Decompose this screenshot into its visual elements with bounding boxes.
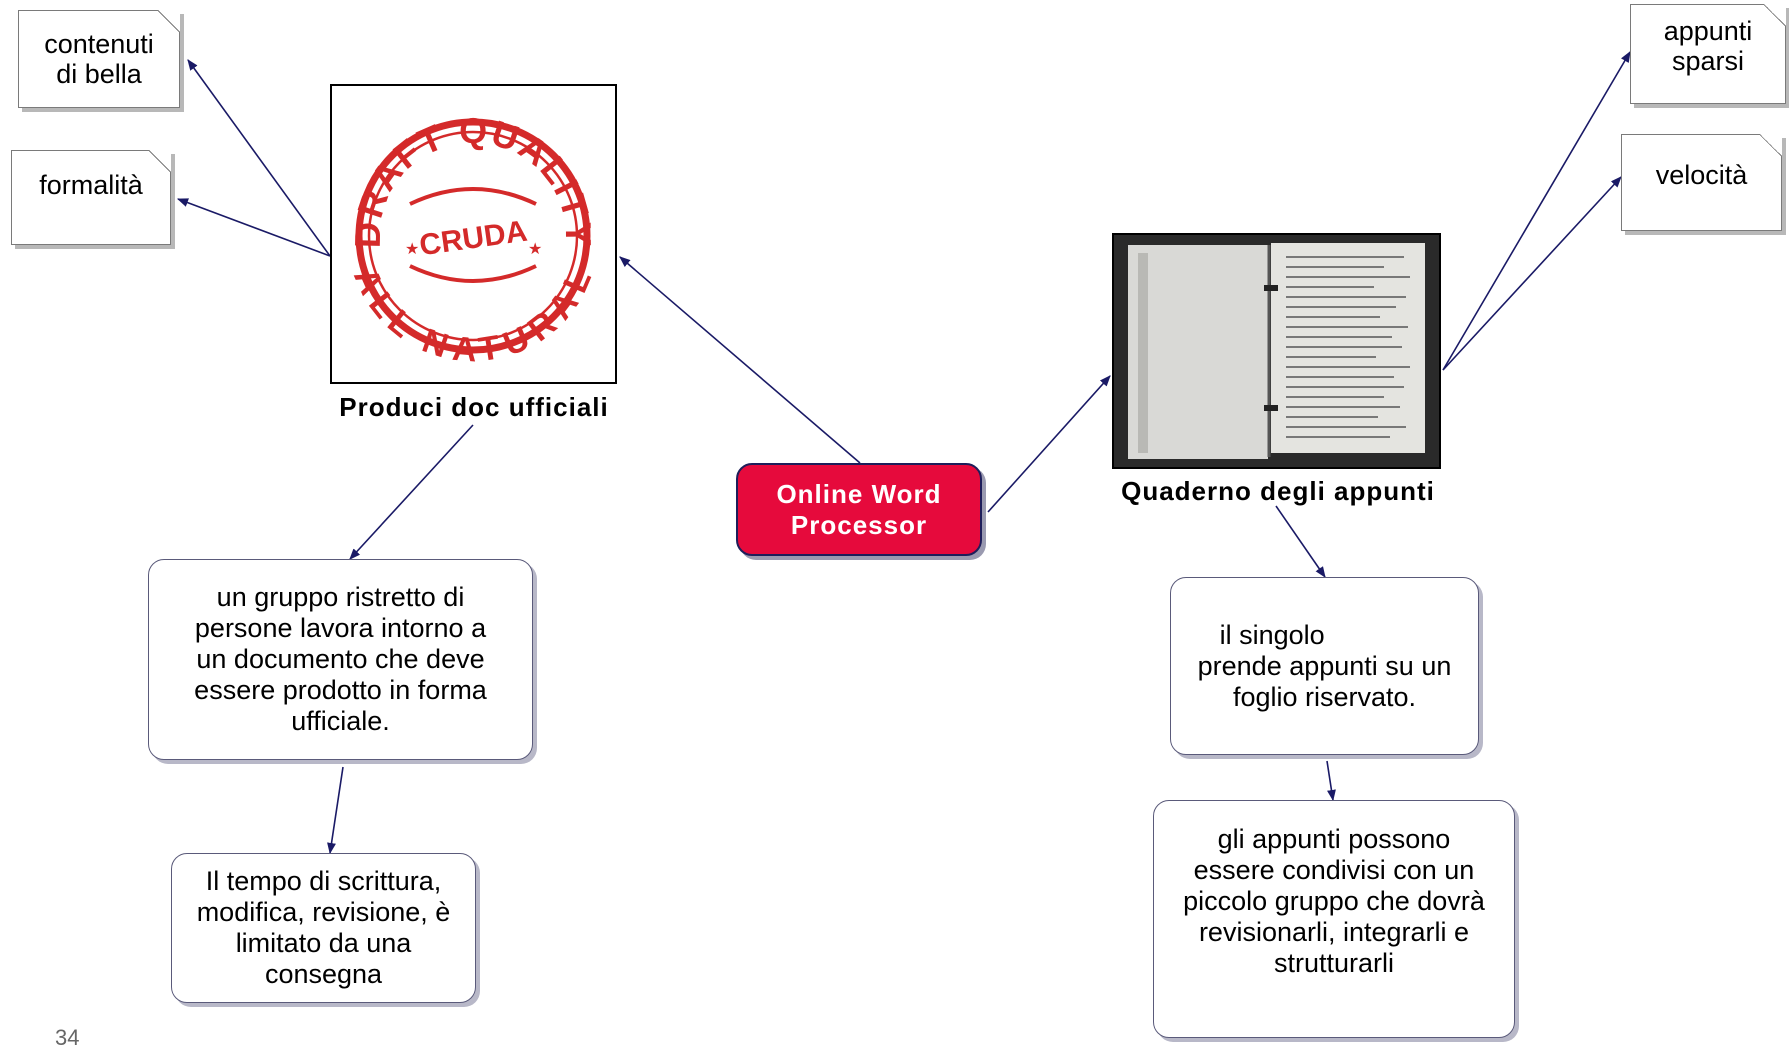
concept-line: gli appunti possono: [1217, 823, 1451, 854]
note-line: velocità: [1655, 159, 1748, 190]
concept-line: persone lavora intorno a: [194, 613, 487, 643]
svg-text:★: ★: [528, 241, 542, 258]
note-line: contenuti: [44, 29, 154, 59]
concept-gruppo-ristretto[interactable]: un gruppo ristretto di persone lavora in…: [148, 559, 533, 760]
note-line: sparsi: [1671, 46, 1745, 76]
link-notebook-to-appunti: [1442, 51, 1631, 371]
concept-line: Il tempo di scrittura,: [205, 866, 442, 896]
concept-line: foglio riservato.: [1232, 681, 1417, 712]
concept-il-singolo[interactable]: il singolo prende appunti su un foglio r…: [1170, 577, 1479, 755]
concept-line: essere condivisi con un: [1193, 854, 1475, 885]
note-formalita[interactable]: formalità: [11, 150, 171, 245]
note-velocita[interactable]: velocità: [1621, 134, 1782, 231]
note-contenuti-di-bella[interactable]: contenuti di bella: [18, 10, 180, 108]
concept-line: revisionarli, integrarli e: [1198, 916, 1470, 947]
note-line: formalità: [39, 169, 143, 200]
note-fold-icon: [149, 150, 171, 172]
link-concept3-to-concept4: [1326, 760, 1336, 802]
link-notebook-to-velocita: [1442, 176, 1622, 371]
link-concept1-to-concept2: [327, 766, 344, 855]
concept-line: essere prodotto in forma: [194, 675, 487, 705]
note-fold-icon: [1760, 134, 1782, 156]
concept-line: il singolo: [1219, 619, 1325, 650]
note-line: appunti: [1663, 16, 1753, 46]
link-central-to-stamp: [619, 256, 861, 464]
link-notebook-to-concept3: [1275, 505, 1326, 578]
concept-line: un documento che deve: [196, 644, 485, 674]
stamp-icon: DRAFT QUALITY ALL NATURAL CRUDA ★ ★: [346, 110, 600, 370]
note-line: di bella: [56, 59, 142, 89]
concept-line: limitato da una: [235, 928, 412, 958]
svg-text:★: ★: [405, 241, 419, 258]
link-stamp-to-contenuti: [187, 59, 331, 257]
quaderno-label: Quaderno degli appunti: [1121, 476, 1435, 506]
draft-quality-stamp-image[interactable]: DRAFT QUALITY ALL NATURAL CRUDA ★ ★: [330, 84, 617, 384]
concept-line: consegna: [264, 959, 383, 989]
stamp-center-text: CRUDA: [417, 215, 529, 263]
concept-line: prende appunti su un: [1197, 650, 1452, 681]
svg-text:ALL NATURAL: ALL NATURAL: [346, 262, 600, 369]
link-central-to-notebook: [987, 375, 1111, 513]
central-label-line1: Online Word: [776, 478, 942, 509]
link-stamp-to-concept1: [349, 424, 474, 560]
concept-line: piccolo gruppo che dovrà: [1183, 885, 1485, 916]
central-concept-node[interactable]: Online Word Processor: [736, 463, 982, 556]
link-stamp-to-formalita: [176, 198, 331, 257]
concept-line: ufficiale.: [291, 706, 390, 736]
note-fold-icon: [158, 10, 180, 32]
produci-doc-label: Produci doc ufficiali: [339, 392, 609, 422]
note-fold-icon: [1764, 4, 1786, 26]
concept-line: modifica, revisione, è: [196, 897, 451, 927]
stamp-bottom-text: ALL NATURAL: [346, 262, 598, 369]
concept-appunti-condivisi[interactable]: gli appunti possono essere condivisi con…: [1153, 800, 1515, 1038]
concept-tempo-scrittura[interactable]: Il tempo di scrittura, modifica, revisio…: [171, 853, 476, 1003]
note-appunti-sparsi[interactable]: appunti sparsi: [1630, 4, 1786, 104]
notebook-photo-image[interactable]: [1112, 233, 1441, 469]
concept-line: strutturarli: [1273, 947, 1394, 978]
central-label-line2: Processor: [790, 509, 928, 540]
concept-line: un gruppo ristretto di: [216, 582, 465, 612]
notebook-icon: [1114, 235, 1439, 467]
page-number: 34: [55, 1025, 80, 1050]
